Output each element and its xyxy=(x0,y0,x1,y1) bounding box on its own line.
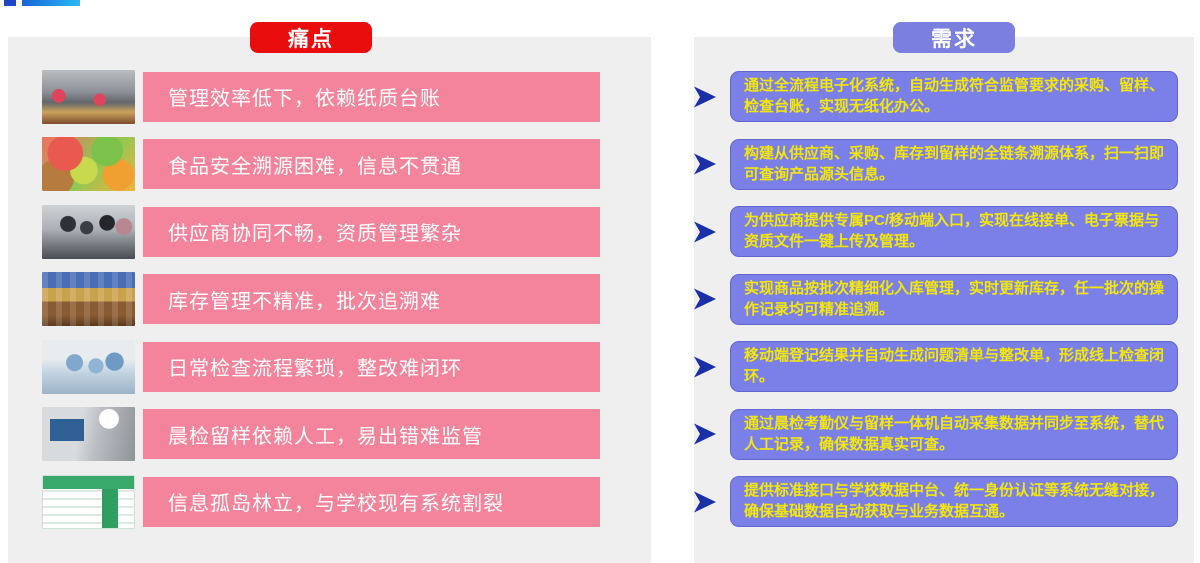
need-box: 通过晨检考勤仪与留样一体机自动采集数据并同步至系统，替代人工记录，确保数据真实可… xyxy=(730,408,1178,460)
supplier-market-inspection-photo xyxy=(42,204,135,259)
pain-point-box: 供应商协同不畅，资质管理繁杂 xyxy=(143,206,600,257)
fresh-produce-photo xyxy=(42,137,135,192)
data-table-screenshot xyxy=(42,474,135,529)
pain-need-row: 库存管理不精准，批次追溯难 实现商品按批次精细化入库管理，实时更新库存，任一批次… xyxy=(0,266,1200,334)
warehouse-shelves-photo xyxy=(42,272,135,327)
need-text: 构建从供应商、采购、库存到留样的全链条溯源体系，扫一扫即可查询产品源头信息。 xyxy=(744,144,1165,183)
need-text: 移动端登记结果并自动生成问题清单与整改单，形成线上检查闭环。 xyxy=(744,347,1165,386)
canteen-serving-counter-photo xyxy=(42,69,135,124)
need-box: 通过全流程电子化系统，自动生成符合监管要求的采购、留样、检查台账，实现无纸化办公… xyxy=(730,71,1178,123)
pain-point-box: 晨检留样依赖人工，易出错难监管 xyxy=(143,409,600,460)
pain-point-box: 食品安全溯源困难，信息不贯通 xyxy=(143,139,600,190)
flow-arrow-icon xyxy=(600,153,716,175)
need-box: 提供标准接口与学校数据中台、统一身份认证等系统无缝对接，确保基础数据自动获取与业… xyxy=(730,476,1178,528)
flow-arrow-icon xyxy=(600,86,716,108)
need-box: 移动端登记结果并自动生成问题清单与整改单，形成线上检查闭环。 xyxy=(730,341,1178,393)
need-box: 为供应商提供专属PC/移动端入口，实现在线接单、电子票据与资质文件一键上传及管理… xyxy=(730,206,1178,258)
need-text: 通过晨检考勤仪与留样一体机自动采集数据并同步至系统，替代人工记录，确保数据真实可… xyxy=(744,414,1165,453)
pain-point-box: 管理效率低下，依赖纸质台账 xyxy=(143,71,600,122)
pain-need-row: 信息孤岛林立，与学校现有系统割裂 提供标准接口与学校数据中台、统一身份认证等系统… xyxy=(0,468,1200,536)
pain-need-row: 日常检查流程繁琐，整改难闭环 移动端登记结果并自动生成问题清单与整改单，形成线上… xyxy=(0,333,1200,401)
needs-header: 需求 xyxy=(893,22,1015,53)
flow-arrow-icon xyxy=(600,221,716,243)
pain-point-box: 信息孤岛林立，与学校现有系统割裂 xyxy=(143,476,600,527)
pain-point-box: 日常检查流程繁琐，整改难闭环 xyxy=(143,341,600,392)
need-text: 通过全流程电子化系统，自动生成符合监管要求的采购、留样、检查台账，实现无纸化办公… xyxy=(744,77,1165,116)
logo-fragment-bar-icon xyxy=(22,0,80,6)
pain-need-row: 管理效率低下，依赖纸质台账 通过全流程电子化系统，自动生成符合监管要求的采购、留… xyxy=(0,63,1200,131)
rows-container: 管理效率低下，依赖纸质台账 通过全流程电子化系统，自动生成符合监管要求的采购、留… xyxy=(0,63,1200,536)
morning-check-device-photo xyxy=(42,407,135,462)
need-text: 提供标准接口与学校数据中台、统一身份认证等系统无缝对接，确保基础数据自动获取与业… xyxy=(744,482,1165,521)
pain-need-row: 晨检留样依赖人工，易出错难监管 通过晨检考勤仪与留样一体机自动采集数据并同步至系… xyxy=(0,401,1200,469)
kitchen-inspectors-photo xyxy=(42,339,135,394)
need-box: 构建从供应商、采购、库存到留样的全链条溯源体系，扫一扫即可查询产品源头信息。 xyxy=(730,138,1178,190)
need-text: 实现商品按批次精细化入库管理，实时更新库存，任一批次的操作记录均可精准追溯。 xyxy=(744,279,1165,318)
flow-arrow-icon xyxy=(600,356,716,378)
pain-need-row: 食品安全溯源困难，信息不贯通 构建从供应商、采购、库存到留样的全链条溯源体系，扫… xyxy=(0,131,1200,199)
pain-points-header: 痛点 xyxy=(250,22,372,53)
need-box: 实现商品按批次精细化入库管理，实时更新库存，任一批次的操作记录均可精准追溯。 xyxy=(730,273,1178,325)
pain-point-box: 库存管理不精准，批次追溯难 xyxy=(143,274,600,325)
logo-fragment-icon xyxy=(4,0,16,6)
flow-arrow-icon xyxy=(600,491,716,513)
flow-arrow-icon xyxy=(600,423,716,445)
need-text: 为供应商提供专属PC/移动端入口，实现在线接单、电子票据与资质文件一键上传及管理… xyxy=(744,212,1160,251)
flow-arrow-icon xyxy=(600,288,716,310)
pain-need-row: 供应商协同不畅，资质管理繁杂 为供应商提供专属PC/移动端入口，实现在线接单、电… xyxy=(0,198,1200,266)
